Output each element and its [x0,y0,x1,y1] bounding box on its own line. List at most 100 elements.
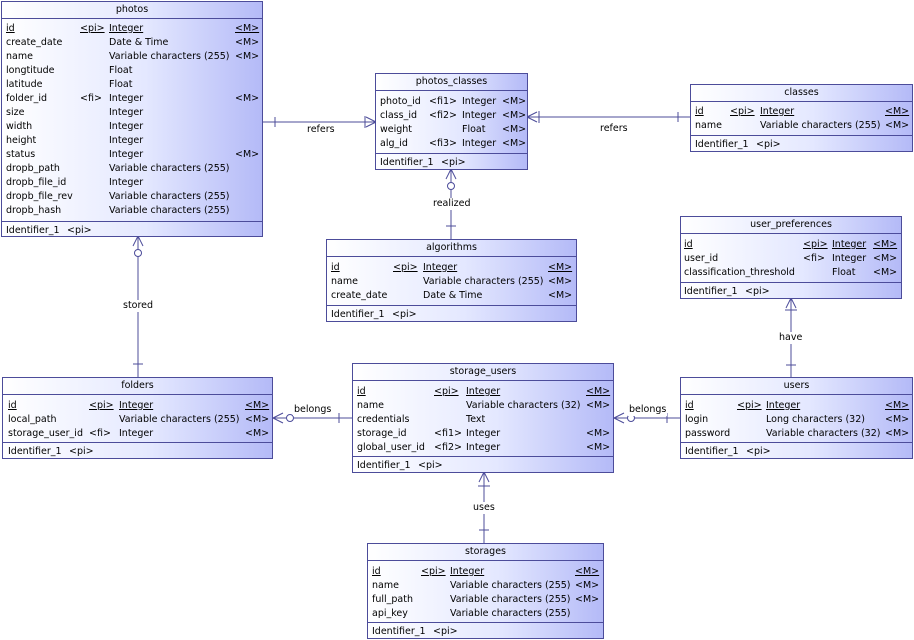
identifier-name: Identifier_1 [6,225,60,236]
attr-type: Integer [462,138,497,149]
identifier-key: <pi> [746,446,771,457]
attr-mandatory: <M> [235,37,260,48]
attr-name: password [685,428,731,439]
attr-type: Float [109,65,133,76]
attr-mandatory: <M> [575,566,600,577]
attr-type: Integer [109,121,144,132]
attr-key: <pi> [89,400,114,411]
attr-type: Integer [462,96,497,107]
attr-name: folder_id [6,93,47,104]
rel-belongs-users [613,412,681,424]
attr-name: create_date [331,290,388,301]
attr-name: create_date [6,37,63,48]
entity-identifier: Identifier_1 <pi> [691,136,912,153]
attr-mandatory: <M> [873,267,898,278]
attr-mandatory: <M> [235,23,260,34]
attr-key: <fi> [89,428,111,439]
entity-storages[interactable]: storages id <pi> Integer <M> name Variab… [367,543,604,639]
identifier-key: <pi> [745,286,770,297]
identifier-key: <pi> [433,626,458,637]
attr-type: Variable characters (255) [760,120,881,131]
attr-name: credentials [357,414,410,425]
attr-key: <fi> [80,93,102,104]
attr-type: Float [462,124,486,135]
attr-type: Variable characters (32) [766,428,881,439]
entity-title: folders [3,378,272,395]
attr-mandatory: <M> [586,386,611,397]
entity-title: algorithms [327,240,576,257]
attr-mandatory: <M> [235,93,260,104]
entity-user-preferences[interactable]: user_preferences id <pi> Integer <M> use… [680,216,902,299]
entity-classes[interactable]: classes id <pi> Integer <M> name Variabl… [690,84,913,152]
attr-name: alg_id [380,138,408,149]
attr-type: Variable characters (255) [450,608,571,619]
attr-mandatory: <M> [586,400,611,411]
entity-title: storage_users [353,364,613,381]
label-belongs-right: belongs [628,404,668,416]
attr-type: Integer [109,177,144,188]
attr-mandatory: <M> [245,414,270,425]
entity-title: classes [691,85,912,102]
entity-photos[interactable]: photos id <pi> Integer <M> create_date D… [1,1,263,237]
entity-users[interactable]: users id <pi> Integer <M> login Long cha… [680,377,913,459]
attr-name: id [357,386,366,397]
attr-name: id [695,106,704,117]
rel-refers-classes [526,111,691,123]
attr-type: Integer [109,23,144,34]
attr-name: local_path [8,414,57,425]
attr-mandatory: <M> [586,428,611,439]
entity-identifier: Identifier_1 <pi> [327,306,576,323]
label-stored: stored [122,300,155,312]
label-belongs-left: belongs [293,404,333,416]
attr-type: Integer [109,107,144,118]
attr-type: Integer [766,400,801,411]
attr-key: <fi1> [434,428,462,439]
entity-identifier: Identifier_1 <pi> [368,623,603,640]
attr-name: photo_id [380,96,421,107]
attr-key: <pi> [730,106,755,117]
attr-key: <pi> [803,239,828,250]
attr-key: <pi> [434,386,459,397]
attr-name: latitude [6,79,43,90]
attr-name: name [372,580,399,591]
identifier-key: <pi> [441,157,466,168]
attr-type: Integer [462,110,497,121]
attr-type: Variable characters (255) [109,163,230,174]
attr-mandatory: <M> [575,580,600,591]
entity-folders[interactable]: folders id <pi> Integer <M> local_path V… [2,377,273,459]
attr-key: <pi> [421,566,446,577]
entity-algorithms[interactable]: algorithms id <pi> Integer <M> name Vari… [326,239,577,322]
entity-title: user_preferences [681,217,901,234]
attr-key: <fi2> [434,442,462,453]
attr-name: id [684,239,693,250]
entity-storage-users[interactable]: storage_users id <pi> Integer <M> name V… [352,363,614,473]
attr-mandatory: <M> [245,400,270,411]
attr-type: Integer [423,262,458,273]
attr-mandatory: <M> [586,442,611,453]
attr-key: <fi1> [429,96,457,107]
entity-identifier: Identifier_1 <pi> [353,457,613,474]
identifier-name: Identifier_1 [695,139,749,150]
attr-type: Date & Time [109,37,169,48]
attr-mandatory: <M> [885,120,910,131]
attr-type: Date & Time [423,290,483,301]
attr-name: name [6,51,33,62]
attr-key: <pi> [393,262,418,273]
rel-refers-photos [262,116,377,128]
entity-photos-classes[interactable]: photos_classes photo_id <fi1> Integer <M… [375,73,528,170]
entity-title: photos [2,2,262,19]
rel-belongs-folders [272,412,353,424]
attr-type: Float [109,79,133,90]
attr-mandatory: <M> [885,106,910,117]
attr-name: name [695,120,722,131]
attr-name: storage_user_id [8,428,83,439]
attr-name: height [6,135,37,146]
attr-key: <fi2> [429,110,457,121]
attr-name: storage_id [357,428,407,439]
attr-name: classification_threshold [684,267,795,278]
attr-mandatory: <M> [873,253,898,264]
identifier-name: Identifier_1 [372,626,426,637]
attr-name: width [6,121,33,132]
identifier-name: Identifier_1 [685,446,739,457]
entity-title: storages [368,544,603,561]
